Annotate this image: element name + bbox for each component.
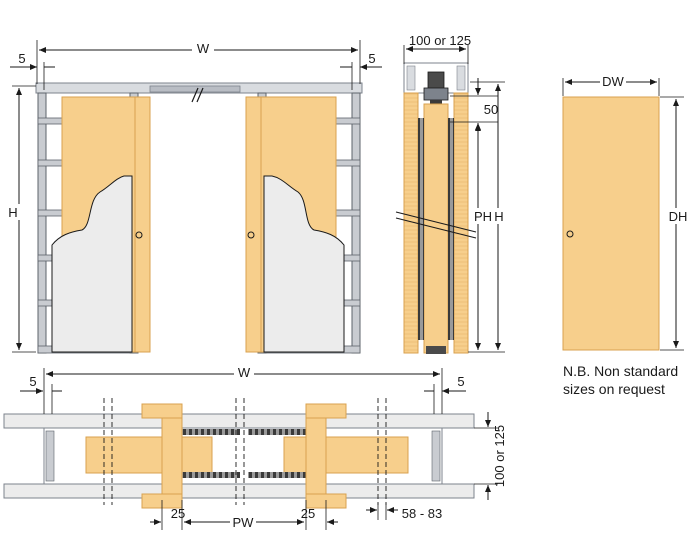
note-line-2: sizes on request [563, 381, 665, 397]
front-elevation: W 5 5 H [6, 40, 382, 354]
side-passage-height-label: PH [474, 209, 492, 224]
non-standard-sizes-note: N.B. Non standard sizes on request [563, 362, 698, 398]
door-pull-icon [135, 231, 143, 239]
plan-wall-thickness-label: 58 - 83 [402, 506, 442, 521]
left-pocket-frame [37, 92, 151, 354]
right-pocket-frame [245, 92, 361, 354]
plan-right-gap-label: 5 [457, 374, 464, 389]
front-height-label: H [8, 205, 17, 220]
door-leaf-elevation: DW DH [562, 74, 690, 351]
door-pull-icon [566, 230, 574, 238]
plan-left-gap-label: 5 [29, 374, 36, 389]
door-pull-icon [247, 231, 255, 239]
front-width-label: W [197, 41, 210, 56]
side-height-label: H [494, 209, 503, 224]
plan-width-label: W [238, 365, 251, 380]
side-section: 100 or 125 50 PH H [395, 33, 506, 354]
plan-left-jamb-label: 25 [171, 506, 185, 521]
cutaway-opening [51, 175, 133, 353]
plan-depth-label: 100 or 125 [492, 425, 507, 487]
plan-left-door [85, 436, 213, 474]
plan-right-jamb-label: 25 [301, 506, 315, 521]
door-width-label: DW [602, 74, 624, 89]
plan-right-door [283, 436, 409, 474]
door-height-label: DH [669, 209, 688, 224]
cutaway-opening [263, 175, 345, 353]
side-top-offset-label: 50 [484, 102, 498, 117]
note-line-1: N.B. Non standard [563, 363, 679, 379]
door-leaf-panel [562, 96, 660, 351]
plan-passage-width-label: PW [233, 515, 255, 530]
plan-view: W 5 5 100 or 125 25 PW 25 58 - 83 [3, 364, 507, 530]
side-depth-label: 100 or 125 [409, 33, 471, 48]
front-left-gap-label: 5 [18, 51, 25, 66]
front-right-gap-label: 5 [368, 51, 375, 66]
